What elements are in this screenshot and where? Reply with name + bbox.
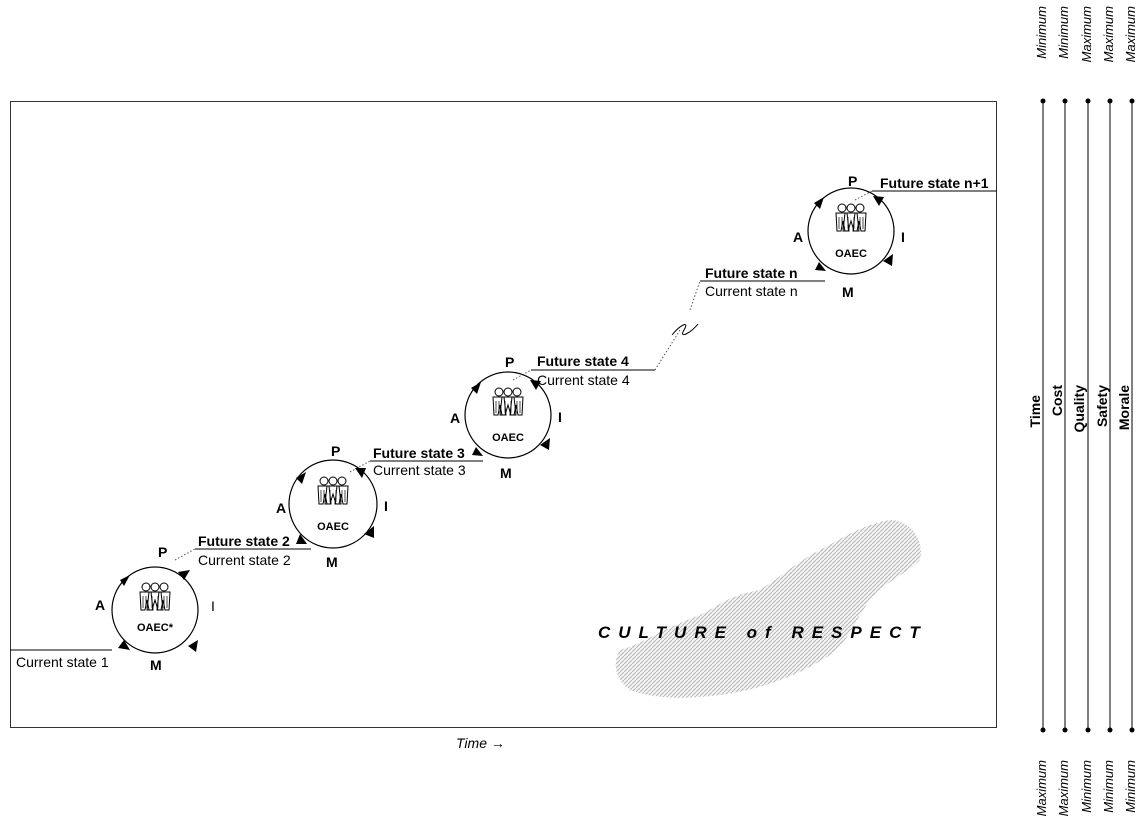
metric-time-bottom: Maximum: [1034, 760, 1049, 817]
metric-morale-bottom: Minimum: [1123, 760, 1138, 813]
cycle2-oaec-label: OAEC: [317, 521, 349, 533]
current-state-1: Current state 1: [16, 654, 109, 670]
cycle4-oaec-label: OAEC: [835, 248, 867, 260]
future-state-3: Future state 3: [373, 445, 465, 461]
cycle1-oaec-label: OAEC*: [136, 622, 174, 634]
cycle2-plan-label: P: [331, 443, 341, 459]
metric-time-name: Time: [1027, 395, 1043, 428]
cycle3-oaec-label: OAEC: [492, 432, 524, 444]
future-state-n: Future state n: [705, 265, 798, 281]
culture-blob: [615, 520, 921, 698]
cycle1-plan-label: P: [158, 544, 168, 560]
cycle2-adjust-label: A: [276, 500, 287, 516]
diagram-frame: [10, 101, 997, 728]
cycle2-measure-label: M: [326, 554, 338, 570]
cycle3-adjust-label: A: [450, 410, 461, 426]
cycle3-measure-label: M: [500, 465, 512, 481]
metric-cost-top: Minimum: [1056, 6, 1071, 59]
cycle4-plan-label: P: [848, 173, 858, 189]
metric-safety-top: Maximum: [1101, 6, 1116, 63]
cycle4-measure-label: M: [842, 284, 854, 300]
current-state-3: Current state 3: [373, 462, 466, 478]
metric-time-top: Minimum: [1034, 6, 1049, 59]
metric-safety-name: Safety: [1094, 385, 1110, 428]
metric-cost-bottom: Maximum: [1056, 760, 1071, 817]
cycle1-adjust-label: A: [95, 597, 106, 613]
metric-morale-top: Maximum: [1123, 6, 1138, 63]
future-state-n-plus-1: Future state n+1: [880, 175, 989, 191]
cycle4-implement-label: I: [901, 229, 905, 245]
cycle2-implement-label: I: [384, 498, 388, 514]
cycle3-plan-label: P: [505, 354, 515, 370]
current-state-4: Current state 4: [537, 372, 630, 388]
current-state-n: Current state n: [705, 283, 798, 299]
metric-quality-top: Maximum: [1079, 6, 1094, 63]
cycle4-adjust-label: A: [793, 229, 804, 245]
current-state-2: Current state 2: [198, 552, 291, 568]
future-state-2: Future state 2: [198, 533, 290, 549]
time-axis-label: Time →: [456, 735, 505, 751]
metric-morale-name: Morale: [1116, 385, 1132, 431]
metric-safety-bottom: Minimum: [1101, 760, 1116, 813]
cycle1-implement-label: I: [211, 598, 215, 614]
metric-cost-name: Cost: [1049, 385, 1065, 417]
cycle1-measure-label: M: [150, 657, 162, 673]
culture-of-respect-label: CULTURE of RESPECT: [598, 623, 928, 642]
future-state-4: Future state 4: [537, 353, 629, 369]
cycle3-implement-label: I: [558, 409, 562, 425]
metric-quality-bottom: Minimum: [1079, 760, 1094, 813]
metric-quality-name: Quality: [1071, 385, 1087, 433]
